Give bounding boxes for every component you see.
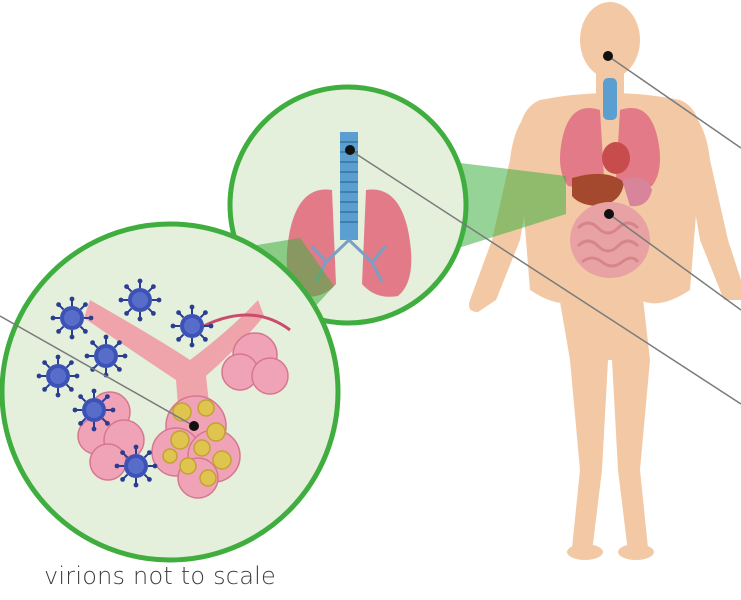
- alveoli-zoom-circle: [2, 224, 338, 560]
- scale-note: virions not to scale: [44, 562, 276, 590]
